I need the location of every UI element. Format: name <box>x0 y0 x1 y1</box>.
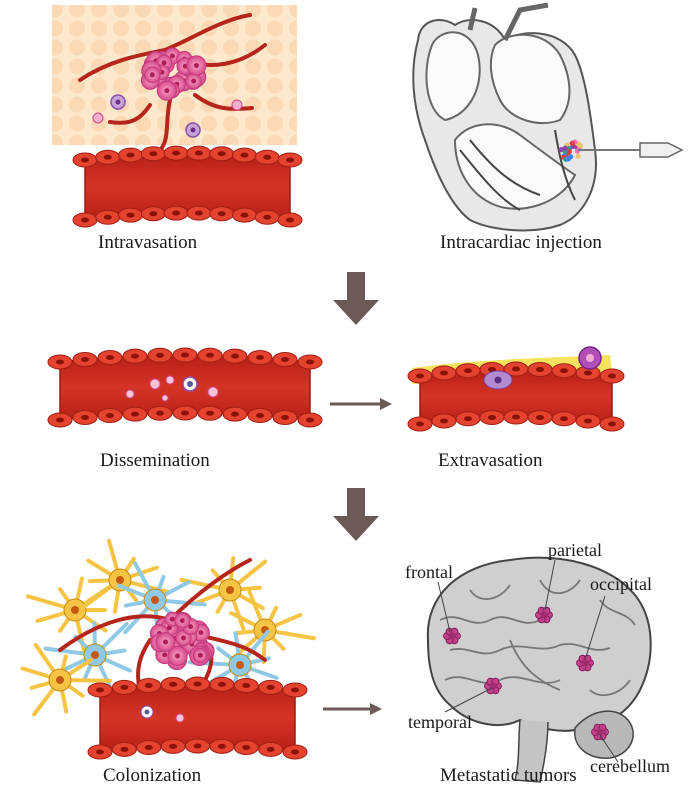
blood-vessel <box>72 145 303 228</box>
tissue-vessels <box>78 13 267 152</box>
right-arrow-1 <box>330 398 392 410</box>
astrocytes <box>20 538 316 717</box>
label-intracardiac-injection: Intracardiac injection <box>440 232 602 253</box>
label-cerebellum: cerebellum <box>590 756 670 776</box>
brainstem <box>514 719 549 783</box>
blood-vessel <box>87 676 308 760</box>
tissue-background <box>52 5 297 145</box>
label-parietal: parietal <box>548 540 602 560</box>
right-arrow-2 <box>323 703 382 715</box>
heart-atrium <box>425 31 481 122</box>
label-colonization: Colonization <box>103 765 202 786</box>
down-arrow-2 <box>333 488 379 541</box>
migrating-cell <box>231 99 243 111</box>
brain-capillaries <box>58 558 267 692</box>
dissemination-illustration <box>47 347 323 428</box>
label-dissemination: Dissemination <box>100 450 210 471</box>
heart-illustration <box>412 2 684 232</box>
label-extravasation: Extravasation <box>438 450 543 471</box>
syringe-icon <box>639 142 684 158</box>
label-occipital: occipital <box>590 574 652 594</box>
injected-cells <box>558 139 584 162</box>
primary-tumor <box>140 47 207 101</box>
intravasation-illustration <box>52 5 303 228</box>
colonization-illustration <box>20 538 316 760</box>
label-temporal: temporal <box>408 712 472 732</box>
brain-metastases <box>443 606 609 741</box>
brain-gyri <box>439 579 636 697</box>
migrating-cell <box>92 112 104 124</box>
conduction-fibers <box>459 129 576 211</box>
brain-illustration <box>426 556 652 783</box>
heart-ventricle <box>453 123 577 210</box>
label-metastatic-tumors: Metastatic tumors <box>440 765 577 786</box>
heart-atrium <box>489 33 571 125</box>
blood-vessel <box>407 361 625 432</box>
down-arrow-1 <box>333 272 379 325</box>
label-frontal: frontal <box>405 562 453 582</box>
brain-tumor-colony <box>149 611 215 671</box>
extravasation-illustration <box>407 346 625 432</box>
label-intravasation: Intravasation <box>98 232 198 253</box>
cerebrum <box>426 556 652 732</box>
